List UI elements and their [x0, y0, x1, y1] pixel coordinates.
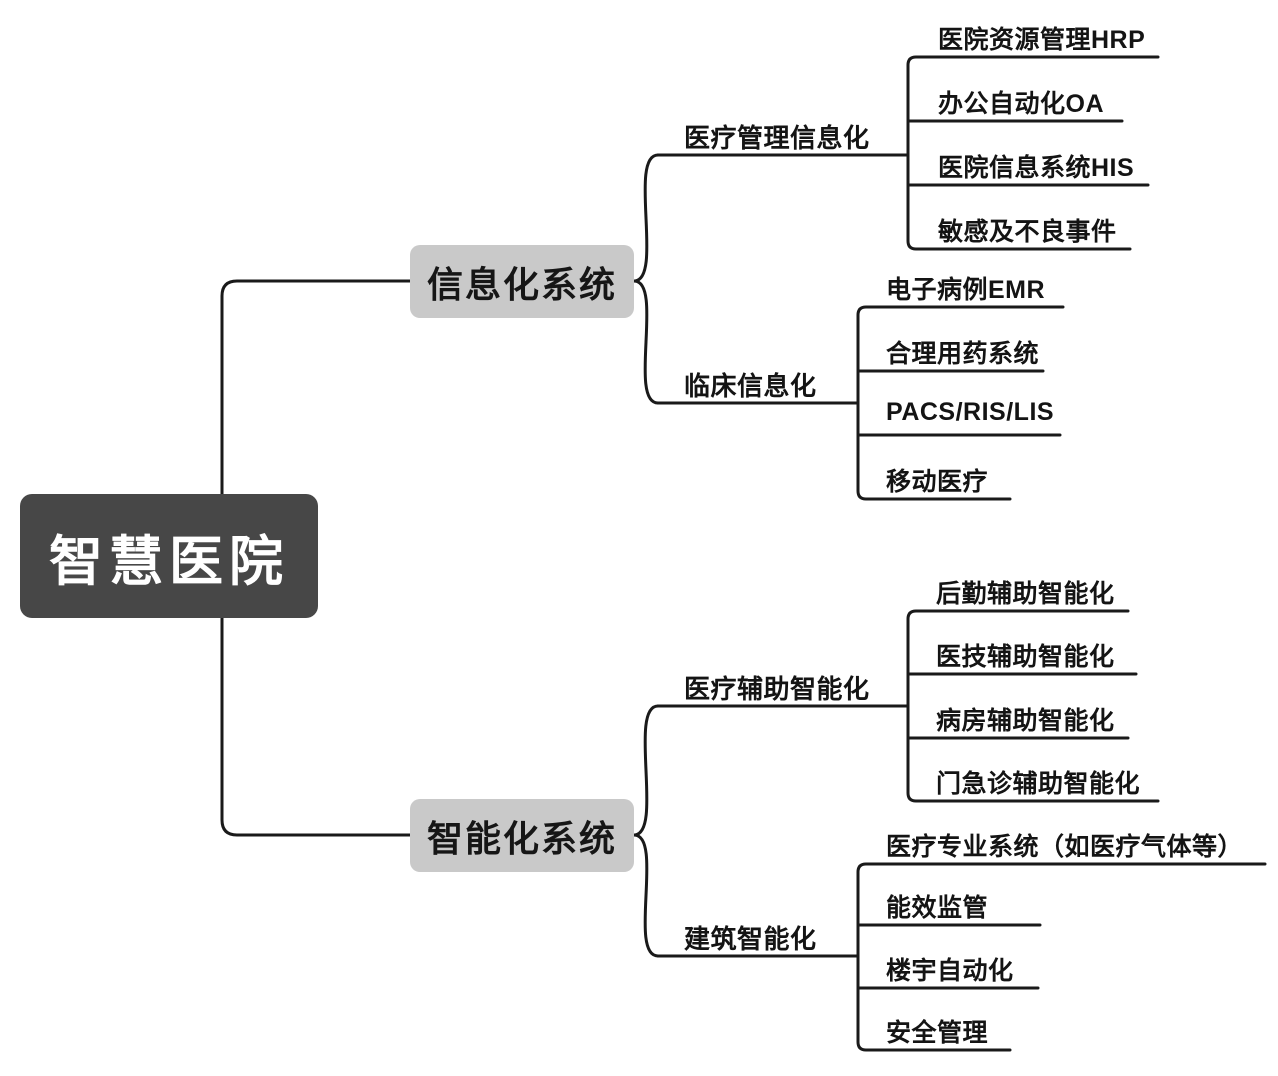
node-his: 医院信息系统HIS — [938, 154, 1135, 182]
node-hrp: 医院资源管理HRP — [938, 26, 1146, 54]
node-pacs-ris-lis: PACS/RIS/LIS — [886, 398, 1055, 426]
node-oa: 办公自动化OA — [938, 90, 1105, 118]
node-clinical-informatization: 临床信息化 — [684, 371, 817, 401]
node-emr: 电子病例EMR — [886, 276, 1046, 304]
branch-medical-assist-connectors — [906, 609, 1160, 803]
node-emergency-assist: 门急诊辅助智能化 — [936, 770, 1141, 798]
node-rational-medication: 合理用药系统 — [886, 340, 1040, 368]
node-medical-mgmt-informatization: 医疗管理信息化 — [684, 123, 870, 153]
trunk-connector — [220, 279, 412, 837]
node-mobile-medical: 移动医疗 — [886, 468, 989, 496]
level2-underlines — [656, 153, 910, 958]
node-adverse-events: 敏感及不良事件 — [938, 218, 1117, 246]
node-logistics-assist: 后勤辅助智能化 — [936, 580, 1115, 608]
root-node: 智慧医院 — [20, 494, 318, 618]
node-medical-assist-intelligence: 医疗辅助智能化 — [684, 674, 870, 704]
node-building-automation: 楼宇自动化 — [886, 957, 1014, 985]
branch-medical-mgmt-connectors — [906, 55, 1160, 251]
node-info-system: 信息化系统 — [410, 245, 634, 318]
branch-clinical-connectors — [856, 305, 1065, 501]
node-medtech-assist: 医技辅助智能化 — [936, 643, 1115, 671]
node-ward-assist: 病房辅助智能化 — [936, 707, 1115, 735]
node-medical-specialty-systems: 医疗专业系统（如医疗气体等） — [886, 833, 1244, 861]
node-intel-system: 智能化系统 — [410, 799, 634, 872]
node-safety-management: 安全管理 — [886, 1019, 989, 1047]
node-building-intelligence: 建筑智能化 — [684, 924, 817, 954]
level1-to-level2-connectors — [632, 153, 660, 958]
node-energy-monitoring: 能效监管 — [886, 894, 989, 922]
branch-building-intel-connectors — [856, 862, 1267, 1052]
